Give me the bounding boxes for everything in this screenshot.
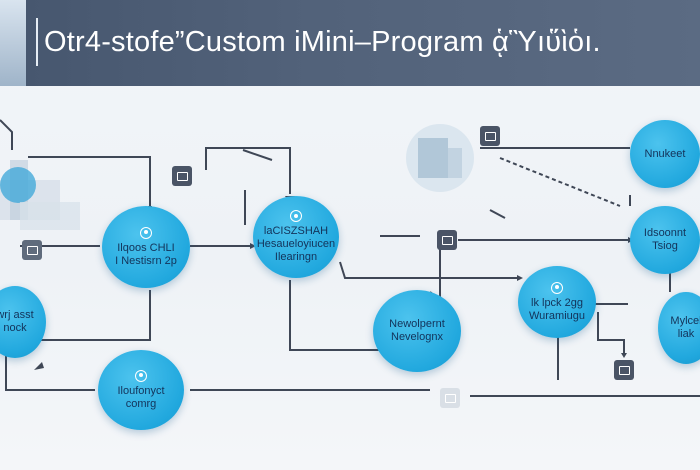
node-label-1: Mylcel	[670, 315, 700, 327]
node-label-2: nock	[3, 322, 27, 334]
header-bar: Otr4-stofe”Custom iMini–Program ᾁὛıὕὶὁı.	[0, 0, 700, 86]
node-label-1: lk lpck 2gg	[531, 296, 583, 309]
node-label-1: wrj asst	[0, 309, 34, 321]
node-n9[interactable]: Mylcel liak	[658, 292, 700, 364]
node-label-2: Wuramiugu	[528, 309, 586, 322]
node-label-1: Idsoonnt	[643, 227, 687, 239]
node-n8[interactable]: Iloufonyct comrg	[98, 350, 184, 430]
node-label-2: Hesaueloyiucen Ilearingn	[256, 238, 336, 263]
node-n1[interactable]: Ilqoos CHLI I Nestisrn 2p	[102, 206, 190, 288]
page-title: Otr4-stofe”Custom iMini–Program ᾁὛıὕὶὁı.	[44, 26, 601, 58]
node-label-1: Ilqoos CHLI	[117, 241, 175, 254]
title-divider	[36, 18, 38, 66]
node-label-2: Tsiog	[652, 240, 678, 252]
node-label-1: Nnukeet	[644, 147, 686, 160]
node-label-2: comrg	[125, 397, 157, 410]
screen-icon	[172, 166, 192, 186]
device-icon	[437, 230, 457, 250]
node-n4[interactable]: lk lpck 2gg Wuramiugu	[518, 266, 596, 338]
gear-icon	[140, 226, 152, 239]
gear-icon	[551, 281, 563, 294]
screen-icon-2	[440, 388, 460, 408]
phone-icon	[480, 126, 500, 146]
node-label-1: Iloufonyct	[117, 384, 165, 397]
node-n3[interactable]: Newolpernt Nevelognx	[373, 290, 461, 372]
node-label-2: Nevelognx	[391, 331, 443, 343]
node-n6[interactable]: Idsoonnt Tsiog	[630, 206, 700, 274]
document-icon	[614, 360, 634, 380]
node-label-2: I Nestisrn 2p	[115, 254, 177, 267]
node-n5[interactable]: Nnukeet	[630, 120, 700, 188]
node-label-2: liak	[677, 328, 695, 340]
gear-icon	[135, 369, 147, 382]
node-label-1: laCISZSHAH	[263, 225, 329, 237]
logo	[0, 0, 26, 86]
node-n2[interactable]: laCISZSHAH Hesaueloyiucen Ilearingn	[253, 196, 339, 278]
gear-icon	[290, 210, 302, 222]
gear-icon	[22, 240, 42, 260]
node-label-1: Newolpernt	[389, 318, 445, 330]
